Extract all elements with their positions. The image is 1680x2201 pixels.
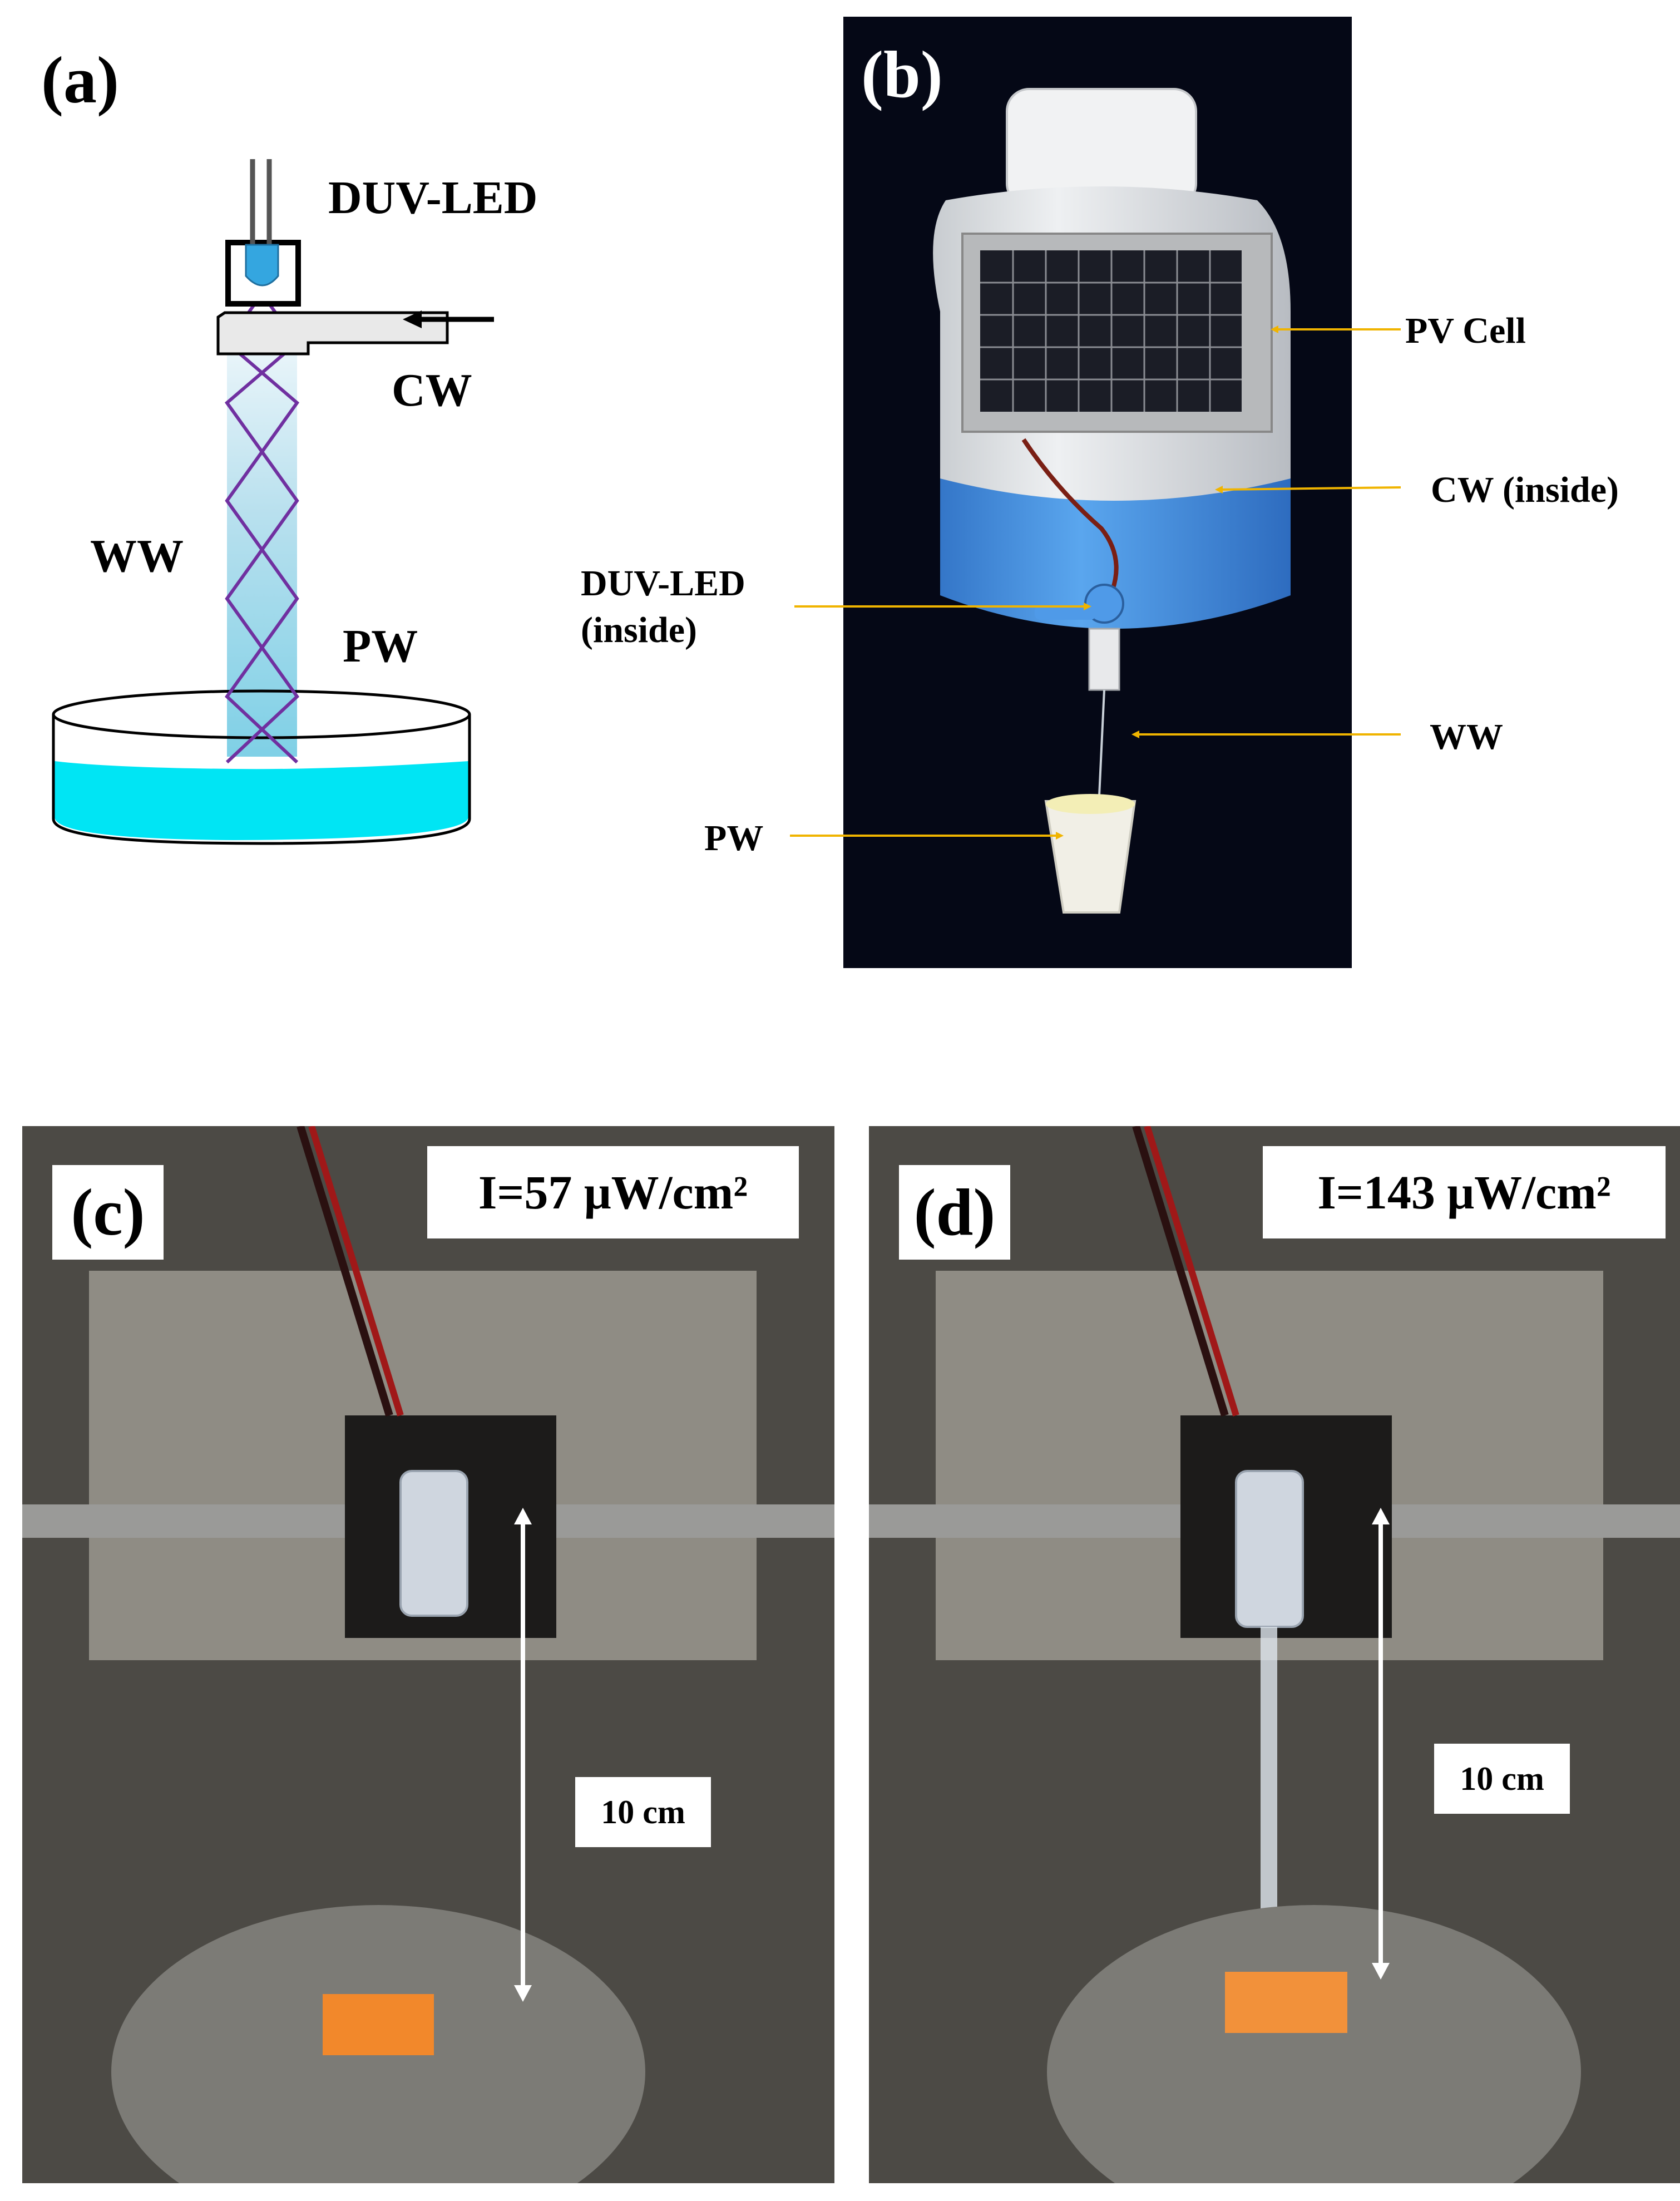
panel-c-distance: 10 cm xyxy=(575,1777,711,1847)
panel-d-scene xyxy=(869,1126,1680,2183)
panel-d-letter: (d) xyxy=(899,1165,1010,1260)
panel-c-scene xyxy=(22,1126,834,2183)
dish-water xyxy=(55,761,468,840)
panel-d-intensity: I=143 μW/cm² xyxy=(1263,1146,1666,1238)
label-cw-inside: CW (inside) xyxy=(1431,470,1619,510)
panel-b-letter: (b) xyxy=(861,37,943,111)
leader-cw xyxy=(1219,486,1401,491)
label-duv-led: DUV-LED xyxy=(328,172,538,224)
label-pw-b: PW xyxy=(704,818,764,858)
nozzle-body xyxy=(216,311,449,356)
label-duv-led-line2: (inside) xyxy=(581,610,698,650)
cup xyxy=(1044,800,1137,914)
beam-column xyxy=(227,316,297,757)
panel-d-distance: 10 cm xyxy=(1434,1744,1570,1814)
label-cw: CW xyxy=(392,364,472,416)
label-ww: WW xyxy=(90,530,184,582)
cw-arrow-head xyxy=(403,310,422,328)
label-pv-cell: PV Cell xyxy=(1405,310,1526,351)
tap-handle xyxy=(1035,605,1096,620)
panel-c-letter: (c) xyxy=(52,1165,164,1260)
panel-c-photo: (c) I=57 μW/cm² 10 cm xyxy=(22,1126,834,2183)
water-stream xyxy=(1098,689,1105,796)
tap-nozzle xyxy=(1088,628,1120,691)
panel-a-letter: (a) xyxy=(41,43,119,117)
label-ww-b: WW xyxy=(1430,717,1503,757)
panel-c-intensity: I=57 μW/cm² xyxy=(427,1146,799,1238)
label-pw: PW xyxy=(343,620,418,672)
dish-wall xyxy=(52,714,471,845)
cup-water xyxy=(1046,794,1135,814)
led-dome xyxy=(245,244,279,287)
panel-d-photo: (d) I=143 μW/cm² 10 cm xyxy=(869,1126,1680,2183)
pv-wire xyxy=(1021,438,1119,591)
label-duv-led-line1: DUV-LED xyxy=(581,563,745,604)
